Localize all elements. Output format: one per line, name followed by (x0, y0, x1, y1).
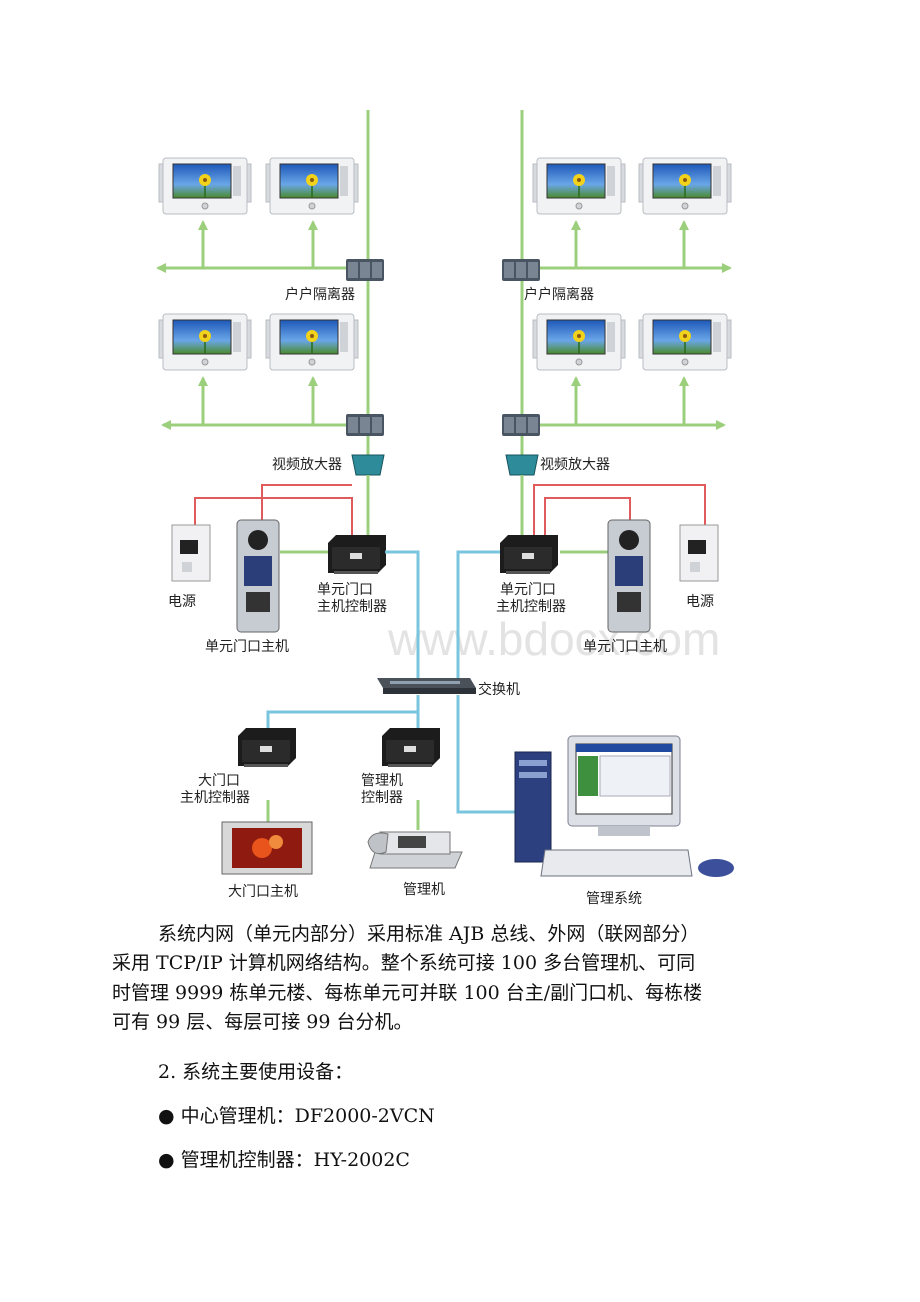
label-unit-ctrl-left-2: 主机控制器 (317, 599, 387, 615)
indoor-monitor (532, 157, 626, 215)
left-unit-door (171, 484, 386, 633)
label-mgr-ctrl-1: 管理机 (361, 773, 403, 789)
indoor-monitor (158, 157, 252, 215)
label-manager: 管理机 (403, 882, 445, 898)
switch-device (377, 678, 476, 694)
gate-main-device (221, 821, 313, 875)
label-amplifier-right: 视频放大器 (540, 457, 610, 473)
watermark: www.bdocx.com (387, 613, 720, 665)
label-gate-main: 大门口主机 (228, 884, 298, 900)
system-diagram: www.bdocx.com (156, 110, 734, 907)
indoor-monitor (532, 313, 626, 371)
isolator-device (502, 259, 540, 281)
manager-phone-device (367, 831, 463, 869)
indoor-monitor (158, 313, 252, 371)
paragraph-line: 时管理 9999 栋单元楼、每栋单元可并联 100 台主/副门口机、每栋楼 (112, 982, 703, 1004)
unit-controller-device (500, 535, 558, 574)
right-unit-door (500, 484, 719, 633)
label-gate-ctrl-1: 大门口 (198, 773, 240, 789)
label-switch: 交换机 (478, 681, 520, 698)
label-gate-ctrl-2: 主机控制器 (180, 790, 250, 806)
label-unit-door-main-right: 单元门口主机 (583, 639, 667, 655)
isolator-device (346, 259, 384, 281)
manager-controller-device (382, 728, 440, 767)
isolator-device (346, 414, 384, 436)
gate-controller-device (238, 728, 296, 767)
bullet-item: ● 中心管理机：DF2000-2VCN (158, 1105, 435, 1127)
label-power-left: 电源 (168, 594, 196, 610)
isolator-device (502, 414, 540, 436)
paragraph-line: 采用 TCP/IP 计算机网络结构。整个系统可接 100 多台管理机、可同 (112, 952, 696, 974)
label-isolator-right: 户户隔离器 (524, 286, 594, 303)
label-amplifier-left: 视频放大器 (272, 457, 342, 473)
paragraph-line: 可有 99 层、每层可接 99 台分机。 (112, 1011, 413, 1033)
label-power-right: 电源 (686, 594, 714, 610)
bullet-item: ● 管理机控制器：HY-2002C (158, 1149, 410, 1171)
section-title: 2. 系统主要使用设备： (158, 1061, 354, 1083)
label-isolator-left: 户户隔离器 (285, 286, 355, 303)
indoor-monitor (265, 313, 359, 371)
pc-device (514, 735, 734, 877)
label-unit-ctrl-left-1: 单元门口 (317, 582, 373, 598)
right-building (502, 110, 732, 535)
label-unit-ctrl-right-2: 主机控制器 (496, 599, 566, 615)
indoor-monitor (638, 313, 732, 371)
label-mgr-ctrl-2: 控制器 (361, 790, 403, 806)
label-mgmt-system: 管理系统 (586, 891, 642, 907)
paragraph-line: 系统内网（单元内部分）采用标准 AJB 总线、外网（联网部分） (158, 923, 700, 945)
left-building (156, 110, 385, 535)
label-unit-door-main-left: 单元门口主机 (205, 639, 289, 655)
indoor-monitor (638, 157, 732, 215)
network-lines (266, 550, 520, 814)
label-unit-ctrl-right-1: 单元门口 (500, 582, 556, 598)
indoor-monitor (265, 157, 359, 215)
unit-controller-device (328, 535, 386, 574)
